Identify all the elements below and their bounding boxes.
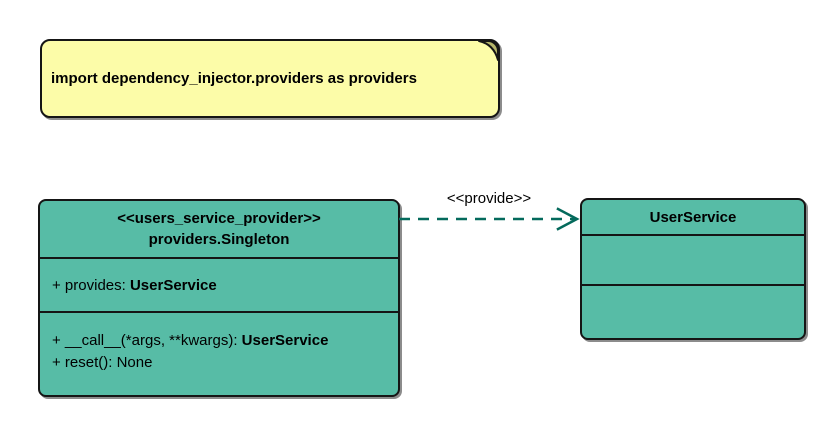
method-call-prefix: + __call__(*args, **kwargs): (52, 332, 242, 349)
provide-arrow (399, 207, 580, 231)
section-divider (40, 311, 398, 313)
import-note: import dependency_injector.providers as … (40, 39, 500, 118)
attribute-provides: + provides: UserService (52, 277, 217, 294)
method-reset: + reset(): None (52, 352, 398, 374)
userservice-class-box: UserService (580, 198, 806, 340)
userservice-class-header: UserService (582, 200, 804, 234)
provider-attributes-section: + provides: UserService (40, 259, 398, 311)
method-call: + __call__(*args, **kwargs): UserService (52, 330, 398, 352)
userservice-methods-section (582, 286, 804, 338)
userservice-class-name: UserService (649, 208, 737, 226)
method-reset-prefix: + reset(): None (52, 354, 153, 371)
attribute-provides-type: UserService (129, 276, 217, 294)
note-fold-icon (478, 40, 499, 61)
section-divider (582, 284, 804, 286)
provider-stereotype: <<users_service_provider>> (117, 210, 321, 227)
provider-methods-section: + __call__(*args, **kwargs): UserService… (40, 313, 398, 395)
provider-class-name: providers.Singleton (148, 231, 290, 248)
userservice-attributes-section (582, 236, 804, 284)
provider-class-header: <<users_service_provider>> providers.Sin… (40, 201, 398, 257)
section-divider (582, 234, 804, 236)
section-divider (40, 257, 398, 259)
provider-class-box: <<users_service_provider>> providers.Sin… (38, 199, 400, 397)
note-text: import dependency_injector.providers as … (51, 70, 417, 87)
method-call-type: UserService (241, 332, 329, 349)
provide-arrow-label: <<provide>> (446, 190, 532, 207)
attribute-provides-prefix: + provides: (52, 276, 130, 294)
